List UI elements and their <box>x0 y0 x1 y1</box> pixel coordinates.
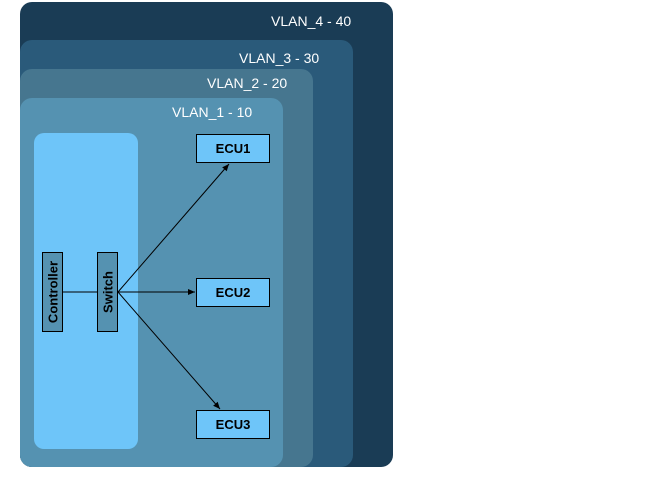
vlan-1-label: VLAN_1 - 10 <box>172 104 253 120</box>
switch-node[interactable]: Switch <box>97 252 118 332</box>
switch-label: Switch <box>100 271 115 313</box>
vlan-4-label: VLAN_4 - 40 <box>271 13 352 29</box>
vlan-3-label: VLAN_3 - 30 <box>239 50 320 66</box>
ecu3-node[interactable]: ECU3 <box>196 410 270 439</box>
ecu1-node[interactable]: ECU1 <box>196 134 270 163</box>
ecu2-node[interactable]: ECU2 <box>196 278 270 307</box>
controller-label: Controller <box>45 260 60 324</box>
controller-node[interactable]: Controller <box>42 252 63 332</box>
vlan-2-label: VLAN_2 - 20 <box>207 75 288 91</box>
